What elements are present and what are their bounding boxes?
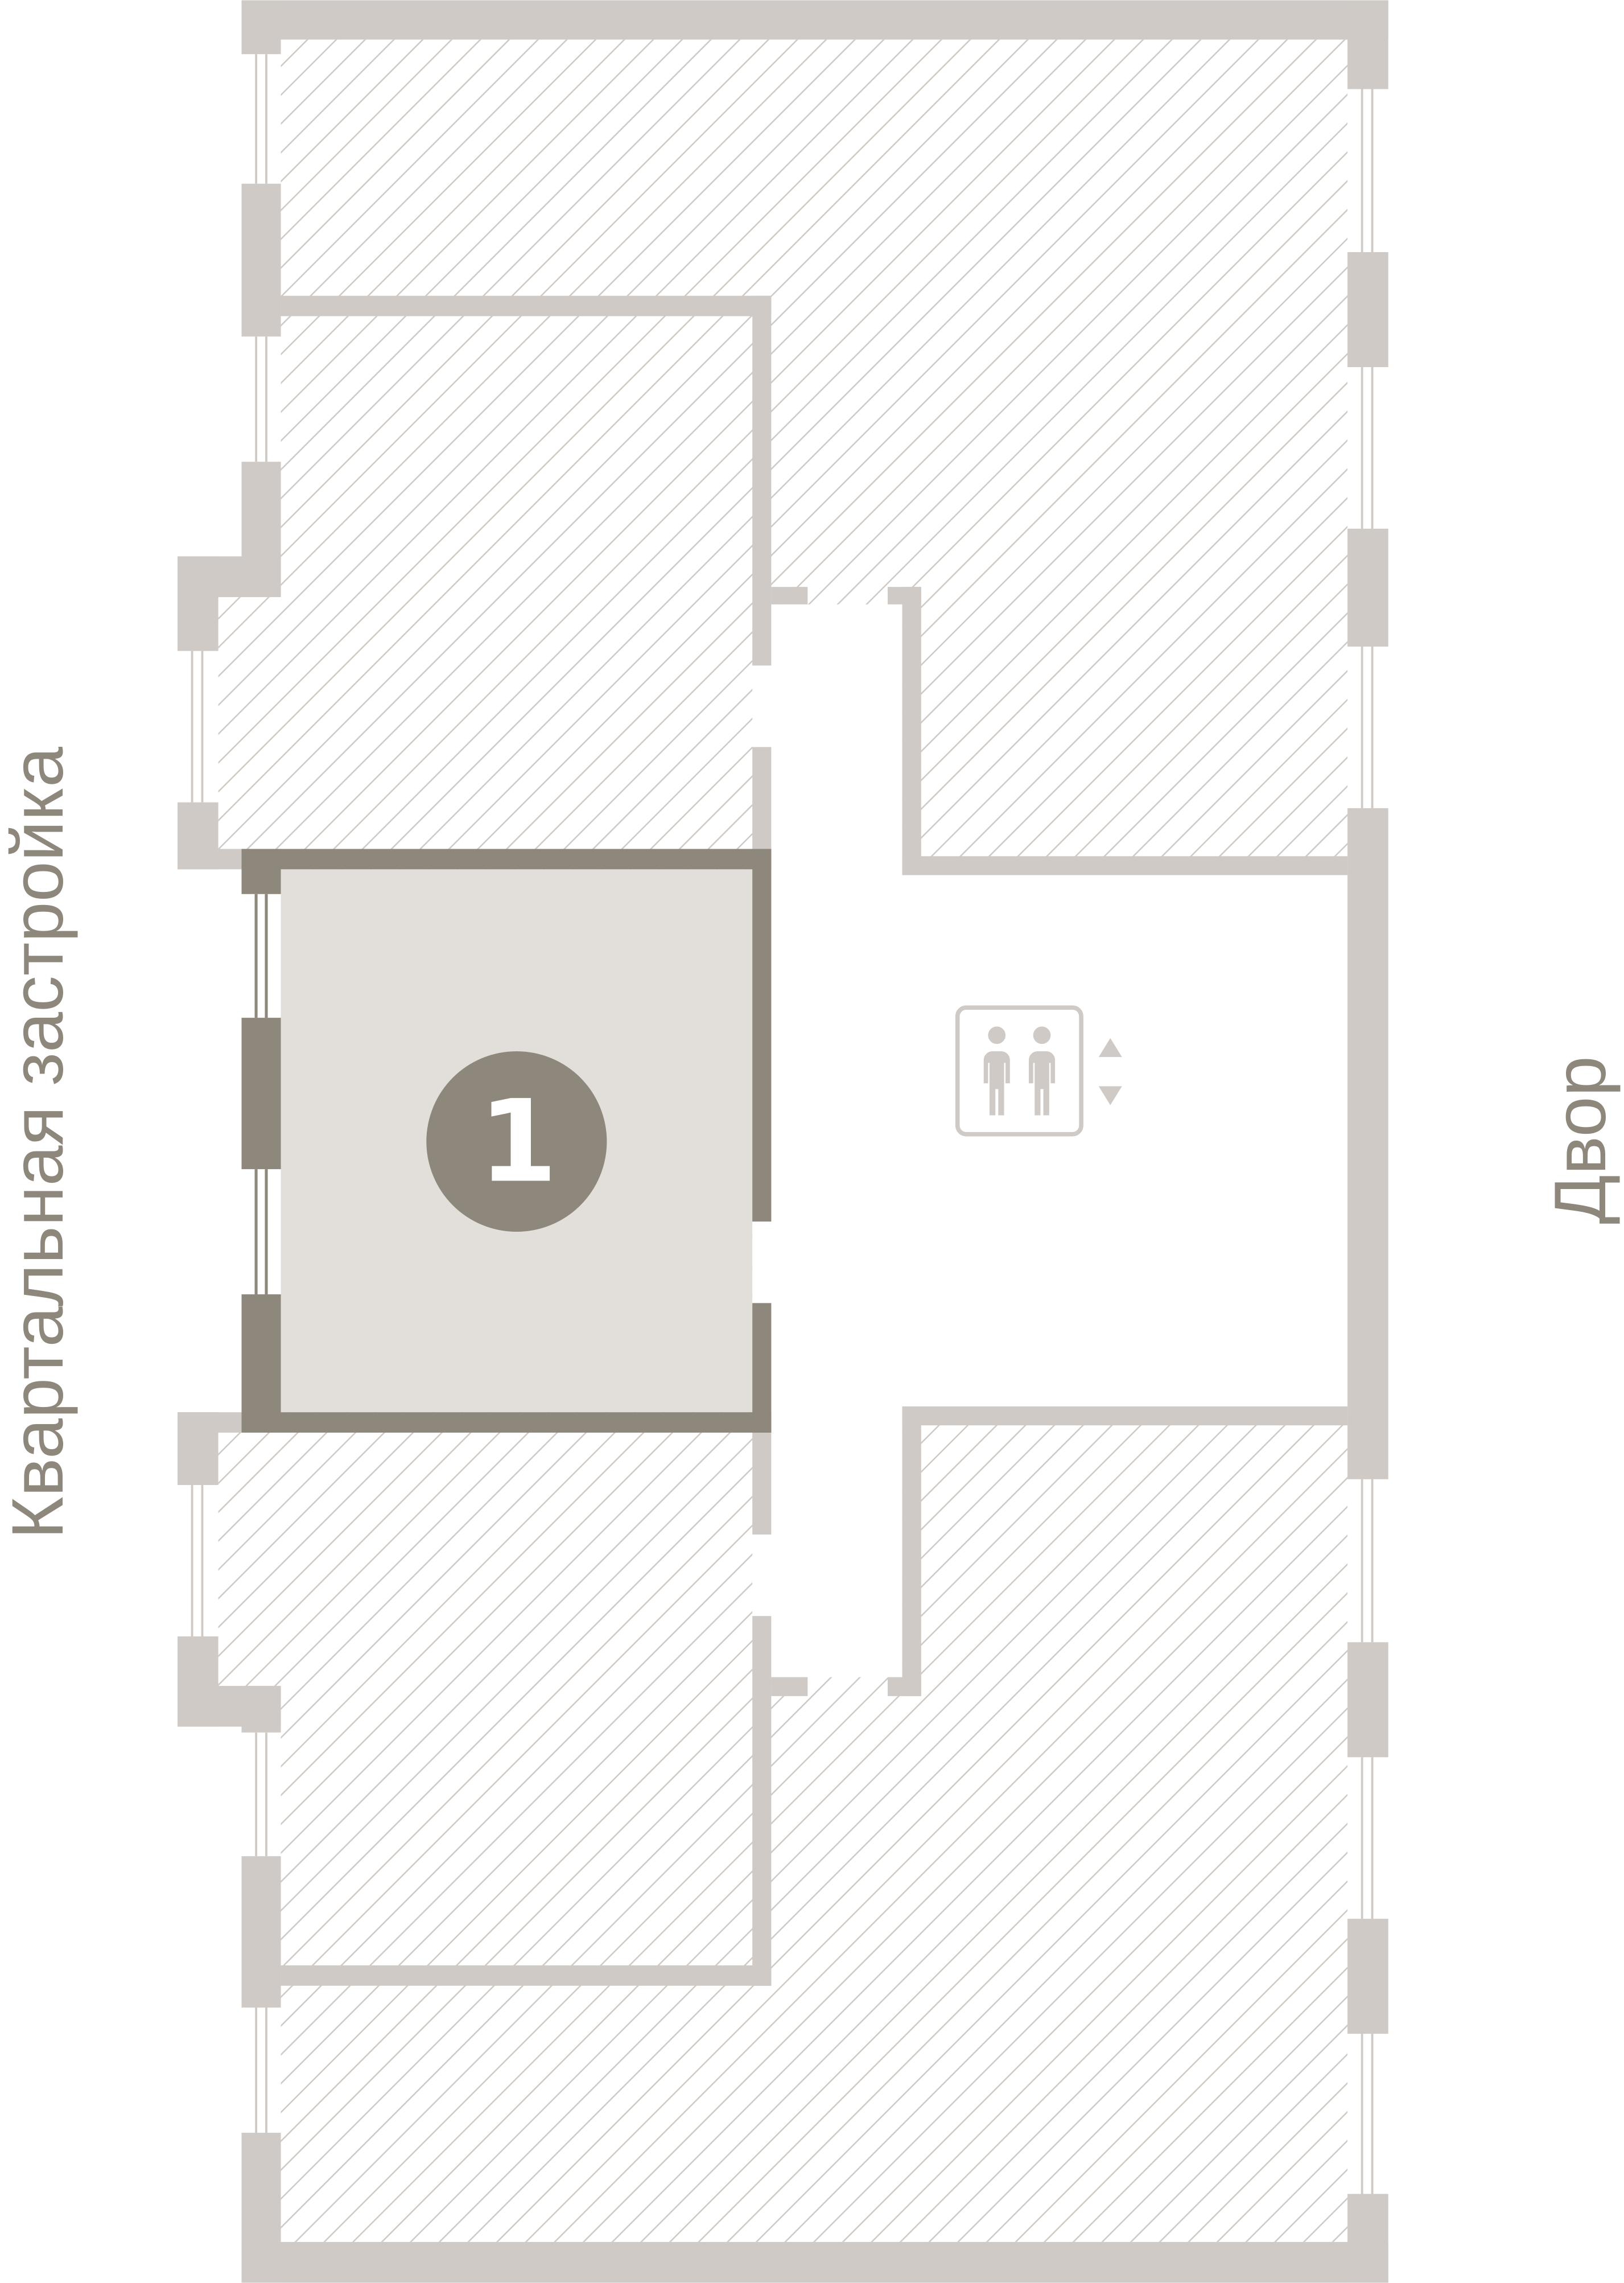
arrow-down-icon bbox=[1098, 1086, 1122, 1105]
windows bbox=[191, 54, 1374, 2194]
apartment-number: 1 bbox=[479, 1076, 558, 1208]
elevator-icon bbox=[955, 1005, 1083, 1137]
right-side-label: Двор bbox=[1540, 1056, 1621, 1224]
corridor bbox=[752, 604, 1348, 1677]
arrow-up-icon bbox=[1098, 1038, 1122, 1058]
left-side-label: Квартальная застройка bbox=[0, 746, 79, 1539]
building-walls bbox=[177, 0, 1388, 2283]
apartment-windows bbox=[254, 894, 268, 1295]
apartment-number-badge[interactable] bbox=[426, 1051, 607, 1232]
apartment-walls bbox=[241, 849, 772, 1433]
apartment-1[interactable]: 1 bbox=[241, 849, 772, 1433]
